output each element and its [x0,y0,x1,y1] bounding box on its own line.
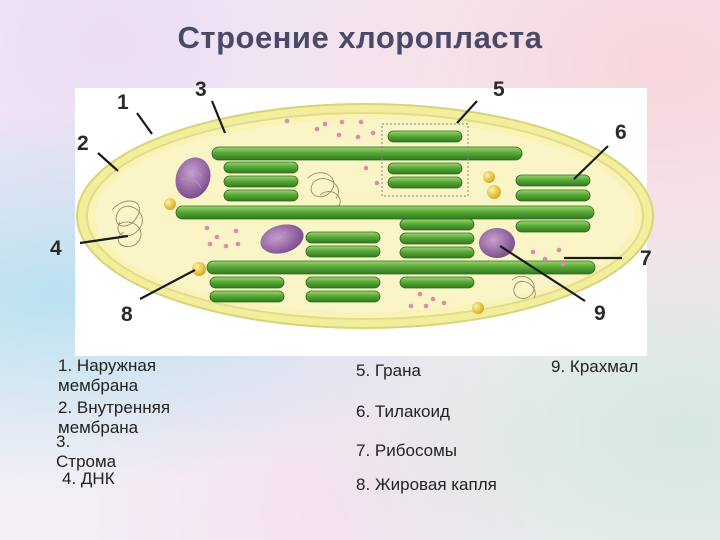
legend-text: Рибосомы [374,441,457,460]
legend-num: 1. [58,356,73,375]
legend-item-7: 7. Рибосомы [356,441,457,461]
legend-num: 9. [551,357,566,376]
lipid-droplets [164,171,501,314]
page-title: Строение хлоропласта [177,20,543,55]
legend-item-6: 6. Тилакоид [356,402,450,422]
legend-num: 5. [356,361,371,380]
callout-1: 1 [117,91,129,114]
legend-item-9: 9. Крахмал [551,357,638,377]
legend-item-8: 8. Жировая капля [356,475,497,495]
legend-num: 7. [356,441,371,460]
callout-9: 9 [594,302,606,325]
legend-text: Жировая капля [374,475,497,494]
legend-item-1: 1. Наружная мембрана [58,356,208,396]
callout-3: 3 [195,78,207,101]
legend-item-5: 5. Грана [356,361,421,381]
legend-item-2: 2. Внутренняя мембрана [58,398,218,438]
legend-text: Грана [374,361,421,380]
legend-text: Крахмал [569,357,639,376]
legend-text: Внутренняя мембрана [58,398,171,437]
legend-text: ДНК [80,469,115,488]
legend-text: Строма [56,452,117,471]
legend-num: 4. [62,469,77,488]
callout-4: 4 [50,237,62,260]
callout-6: 6 [615,121,627,144]
legend-item-4: 4. ДНК [62,469,115,489]
legend-num: 8. [356,475,371,494]
legend-num: 6. [356,402,371,421]
dna-strands [111,172,536,299]
granum-highlight [381,123,469,197]
legend-text: Наружная мембрана [58,356,157,395]
legend-num: 2. [58,398,73,417]
ribosomes [204,118,566,309]
legend-item-3: 3. Строма [56,432,116,472]
thylakoids [175,130,596,303]
callout-7: 7 [640,247,652,270]
legend-text: Тилакоид [374,402,450,421]
callout-8: 8 [121,303,133,326]
leader-lines [79,100,622,302]
legend-num: 3. [56,432,71,451]
callout-5: 5 [493,78,505,101]
callout-2: 2 [77,132,89,155]
